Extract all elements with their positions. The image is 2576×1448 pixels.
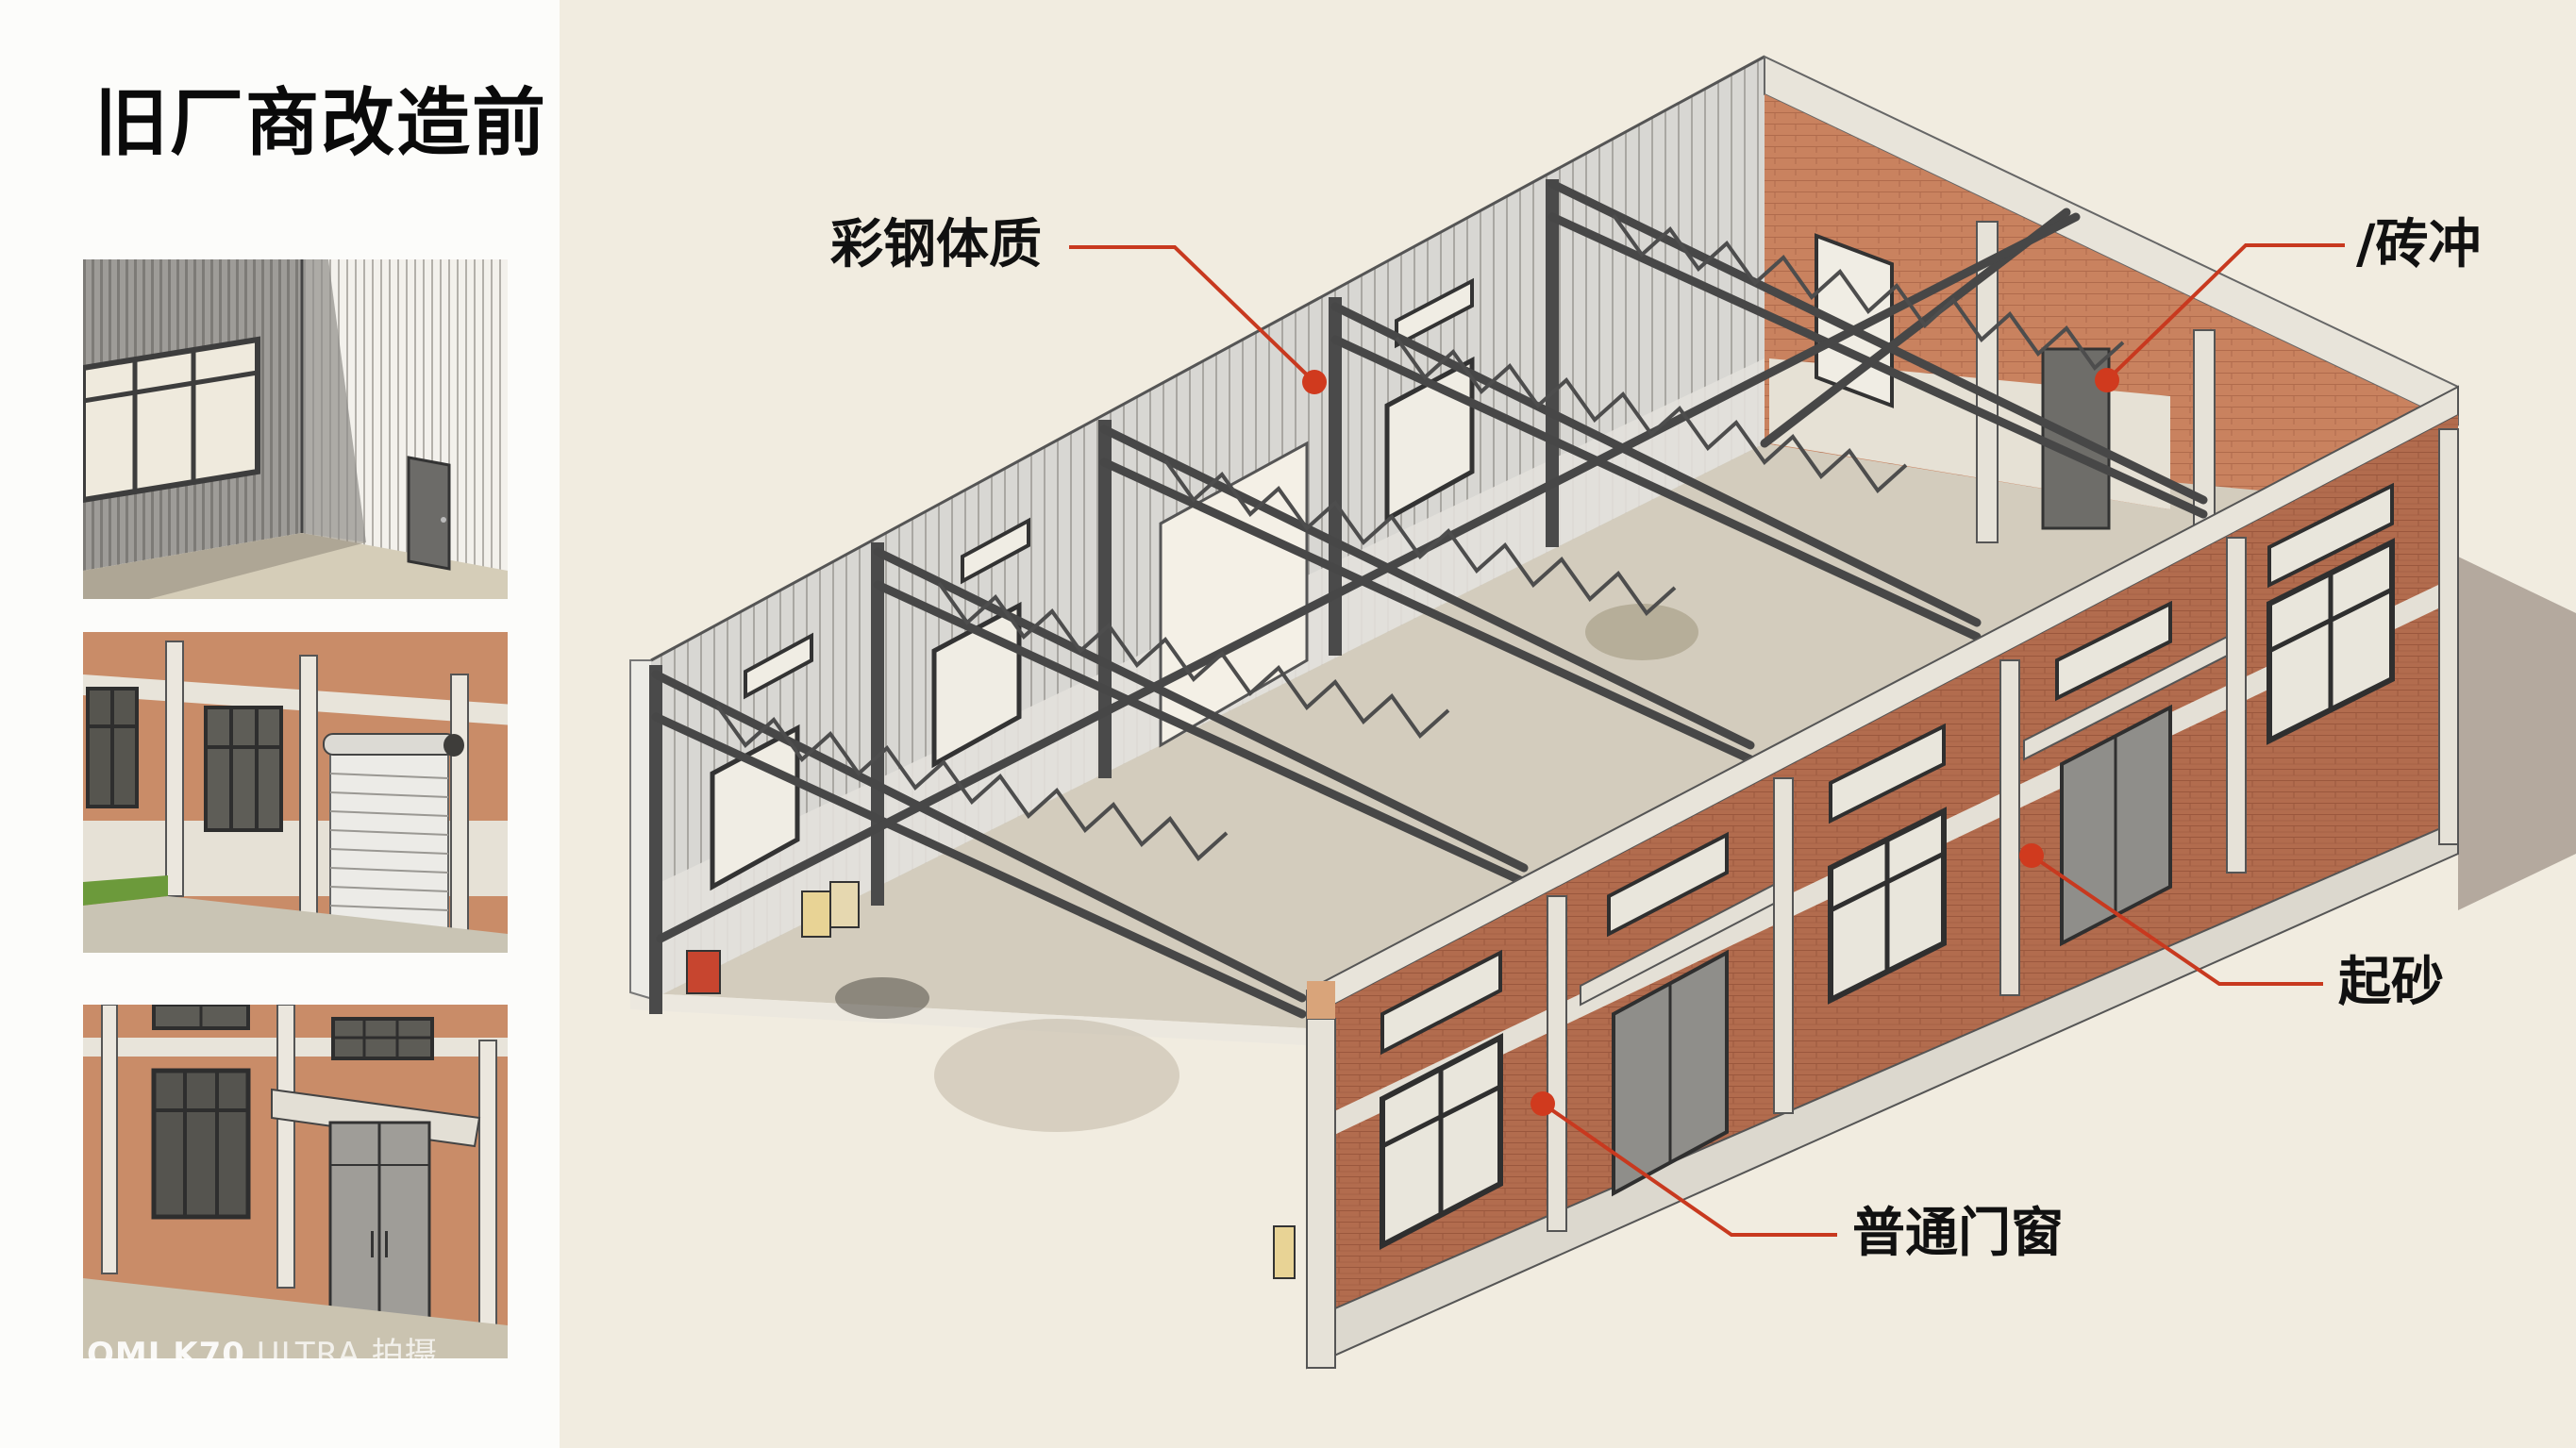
callout-lines	[1069, 243, 2345, 1237]
callout-dot-doors-windows[interactable]	[1531, 1091, 1555, 1116]
steel-wall-illustration	[83, 259, 508, 599]
thumbnail-steel-wall	[83, 259, 508, 599]
red-box	[686, 950, 721, 994]
callout-dot-brick[interactable]	[2095, 368, 2119, 392]
callout-label-doors-windows: 普通门窗	[1852, 1203, 2064, 1264]
pilasters	[1547, 428, 2459, 1232]
callout-label-sanding: 起砂	[2338, 952, 2444, 1013]
watermark-model: OMI K70	[87, 1336, 245, 1360]
callout-dot-color-steel[interactable]	[1302, 370, 1327, 394]
watermark-suffix: ULTRA 拍摄	[244, 1336, 438, 1360]
thumbnail-double-door	[83, 1005, 508, 1358]
callout-dot-sanding[interactable]	[2019, 843, 2044, 868]
thumbnail-rolling-shutter	[83, 632, 508, 953]
rolling-shutter-illustration	[83, 632, 508, 953]
callout-label-brick: /砖冲	[2356, 214, 2482, 275]
callout-label-color-steel: 彩钢体质	[830, 214, 1042, 275]
left-panel: 旧厂商改造前	[0, 0, 560, 1448]
double-door-illustration	[83, 1005, 508, 1358]
callout-dots	[1302, 368, 2119, 1116]
camera-watermark: OMI K70 ULTRA 拍摄	[87, 1336, 438, 1360]
page-title: 旧厂商改造前	[94, 81, 548, 166]
